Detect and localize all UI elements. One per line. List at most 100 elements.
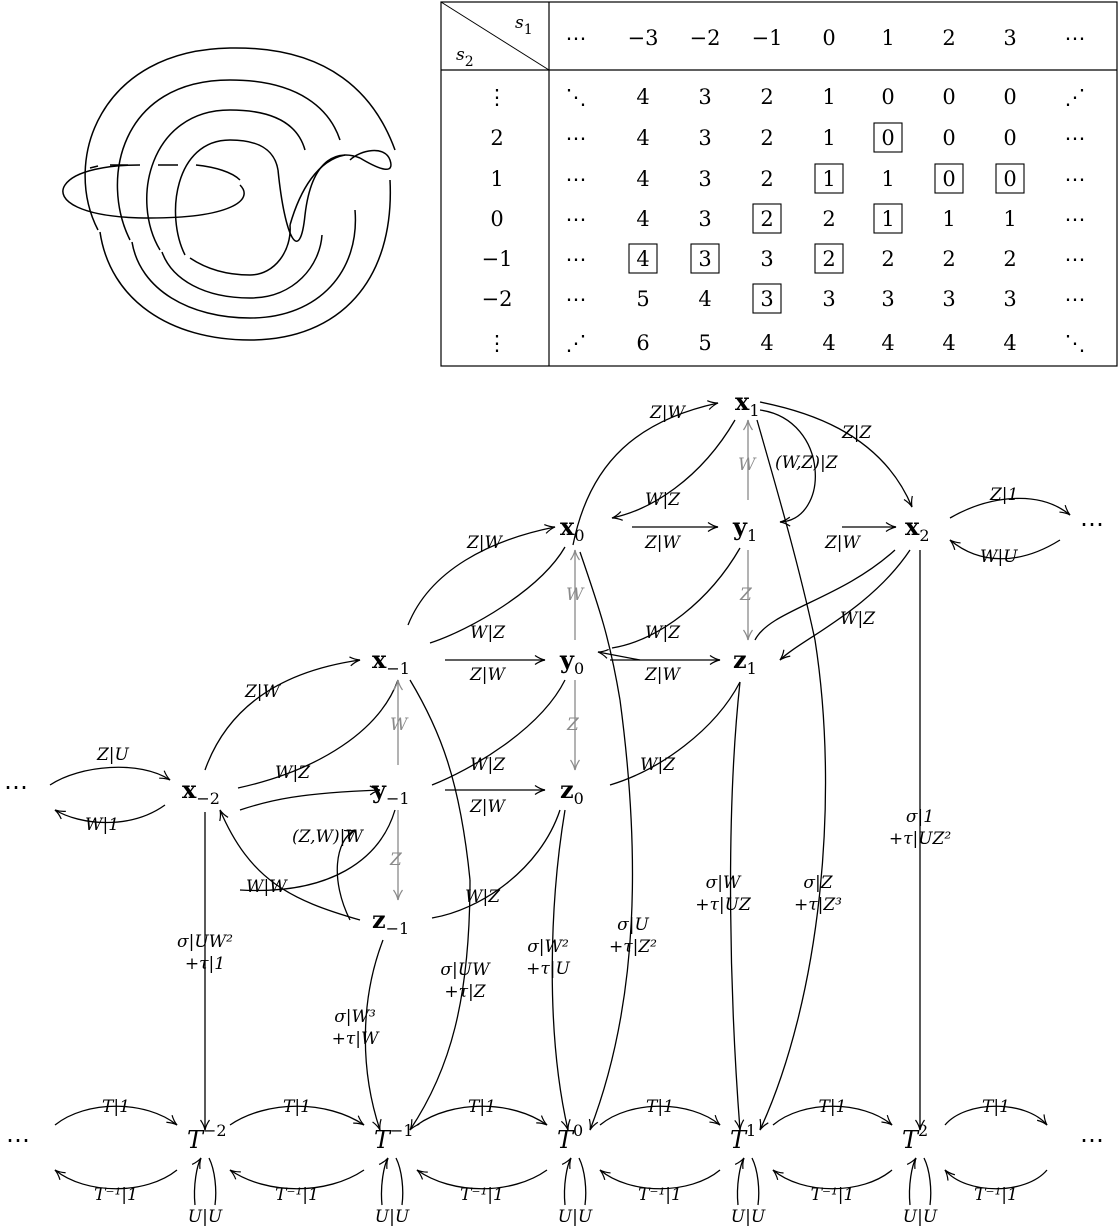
label-zm1-xm2: W|W <box>246 877 288 897</box>
edge-U-loop-up <box>191 1157 202 1206</box>
label-z1-z0: W|Z <box>640 755 676 775</box>
label-sig-y1: σ|Z <box>803 873 833 893</box>
table-cell: 2 <box>760 167 773 191</box>
edge-z1-y0 <box>597 648 641 661</box>
table-cell: 0 <box>942 167 955 191</box>
edge-zm1-ym1 <box>336 829 356 921</box>
edge-xm1-x0 <box>407 524 556 626</box>
table-cell: 0 <box>942 85 955 109</box>
table-cell: 2 <box>822 207 835 231</box>
table-cell: 3 <box>698 247 711 271</box>
table-cell-box <box>873 203 903 234</box>
edge-xm1-xm2 <box>237 679 399 789</box>
table-cell: ⋯ <box>566 247 587 271</box>
edge-xm2-ym1 <box>239 785 381 811</box>
label-x1-y1: (W,Z)|Z <box>775 453 839 473</box>
svg-text:s1: s1 <box>515 13 533 38</box>
edge-y0-T0 <box>588 699 634 1131</box>
edge-U-loop-up <box>378 1157 389 1206</box>
edge-T-backward <box>54 1169 178 1190</box>
table-cell: 3 <box>1003 287 1016 311</box>
edge-U-loop-up <box>561 1157 572 1206</box>
table-cell: 1 <box>881 207 894 231</box>
label-sig-ym1: σ|UW <box>440 960 491 980</box>
table-cell: ⋯ <box>566 287 587 311</box>
edge-T-forward <box>54 1105 178 1126</box>
table-cell: 0 <box>1003 126 1016 150</box>
node-T: T2 <box>902 1121 928 1154</box>
t-dots-right: ⋯ <box>1080 1126 1104 1154</box>
table-cell: 3 <box>881 287 894 311</box>
label-y0-z1: Z|W <box>644 665 682 685</box>
node-x2: x2 <box>905 512 930 545</box>
sigma-labels: σ|1+τ|UZ²σ|UW²+τ|1σ|W³+τ|Wσ|UW+τ|Zσ|W²+τ… <box>177 807 951 1049</box>
edge-T-forward <box>416 1105 548 1126</box>
label-T1: T|1 <box>283 1097 311 1117</box>
t-dots-left: ⋯ <box>6 1126 30 1154</box>
table-col-header: ⋯ <box>1065 26 1086 50</box>
table-cell: 3 <box>760 287 773 311</box>
label-x1-x2: Z|Z <box>841 423 873 443</box>
table-col-header: −3 <box>628 26 659 50</box>
label-left-xm2: Z|U <box>96 745 130 765</box>
table-cell: ⋯ <box>566 126 587 150</box>
edge-U-loop-down <box>578 1157 587 1206</box>
table-cell: 3 <box>698 85 711 109</box>
table-cell: 2 <box>760 207 773 231</box>
label-Tinv1: T⁻¹|1 <box>460 1185 504 1205</box>
table-cell: 5 <box>698 331 711 355</box>
edge-U-loop-up <box>906 1157 917 1206</box>
label-sig-zm1-a: +τ|W <box>332 1029 380 1049</box>
table-cell: 3 <box>698 167 711 191</box>
edge-x0-x1 <box>572 400 719 546</box>
table-cell: 4 <box>822 331 835 355</box>
table-cell: 4 <box>698 287 711 311</box>
table-cell: 1 <box>942 207 955 231</box>
table-cell: 2 <box>760 126 773 150</box>
edge-right-x2 <box>949 539 1061 560</box>
table-cell: 2 <box>822 247 835 271</box>
diagram-edges <box>49 400 1071 1206</box>
table-row-header: 0 <box>490 207 503 231</box>
table-col-header: 3 <box>1003 26 1016 50</box>
node-x0: x0 <box>560 512 585 545</box>
edge-y1-T1 <box>759 639 827 1131</box>
label-sig-xm2: σ|UW² <box>177 932 233 952</box>
label-sig-z0: +τ|U <box>526 959 570 979</box>
label-T1: T|1 <box>468 1097 496 1117</box>
table-cell: ⋱ <box>566 85 587 109</box>
table-cell-box <box>934 163 964 194</box>
edge-x1-down <box>756 419 816 641</box>
table-cell: 2 <box>881 247 894 271</box>
label-x0-y1: Z|W <box>644 533 682 553</box>
label-UU: U|U <box>903 1207 938 1227</box>
table-corner-diagonal <box>440 1 550 71</box>
table-cell: 0 <box>881 126 894 150</box>
table-cell: 2 <box>1003 247 1016 271</box>
label-gray-z-low: Z <box>566 715 580 735</box>
table-cell-box <box>752 283 782 314</box>
label-gray-w-low: W <box>390 715 409 735</box>
svg-text:s2: s2 <box>456 45 474 70</box>
table-cell-box <box>814 163 844 194</box>
edge-U-loop-down <box>395 1157 404 1206</box>
edge-U-loop-down <box>923 1157 932 1206</box>
edge-T-backward <box>944 1169 1048 1190</box>
label-xm2-xm1: Z|W <box>244 682 282 702</box>
edge-ym1-lower <box>239 809 396 892</box>
table-cell: 3 <box>822 287 835 311</box>
table-cell: 3 <box>942 287 955 311</box>
node-y0: y0 <box>559 645 584 678</box>
label-UU: U|U <box>188 1207 223 1227</box>
table-cell: ⋯ <box>1065 287 1086 311</box>
table-row-header: −1 <box>482 247 513 271</box>
label-y1-y0: W|Z <box>645 623 681 643</box>
edge-zm1-Tm1 <box>364 939 384 1131</box>
table-cell: ⋯ <box>1065 167 1086 191</box>
edge-x0-down <box>579 551 621 701</box>
node-T: T1 <box>730 1121 756 1154</box>
table-cell: ⋱ <box>1065 331 1086 355</box>
edge-xm2-left <box>54 804 166 824</box>
